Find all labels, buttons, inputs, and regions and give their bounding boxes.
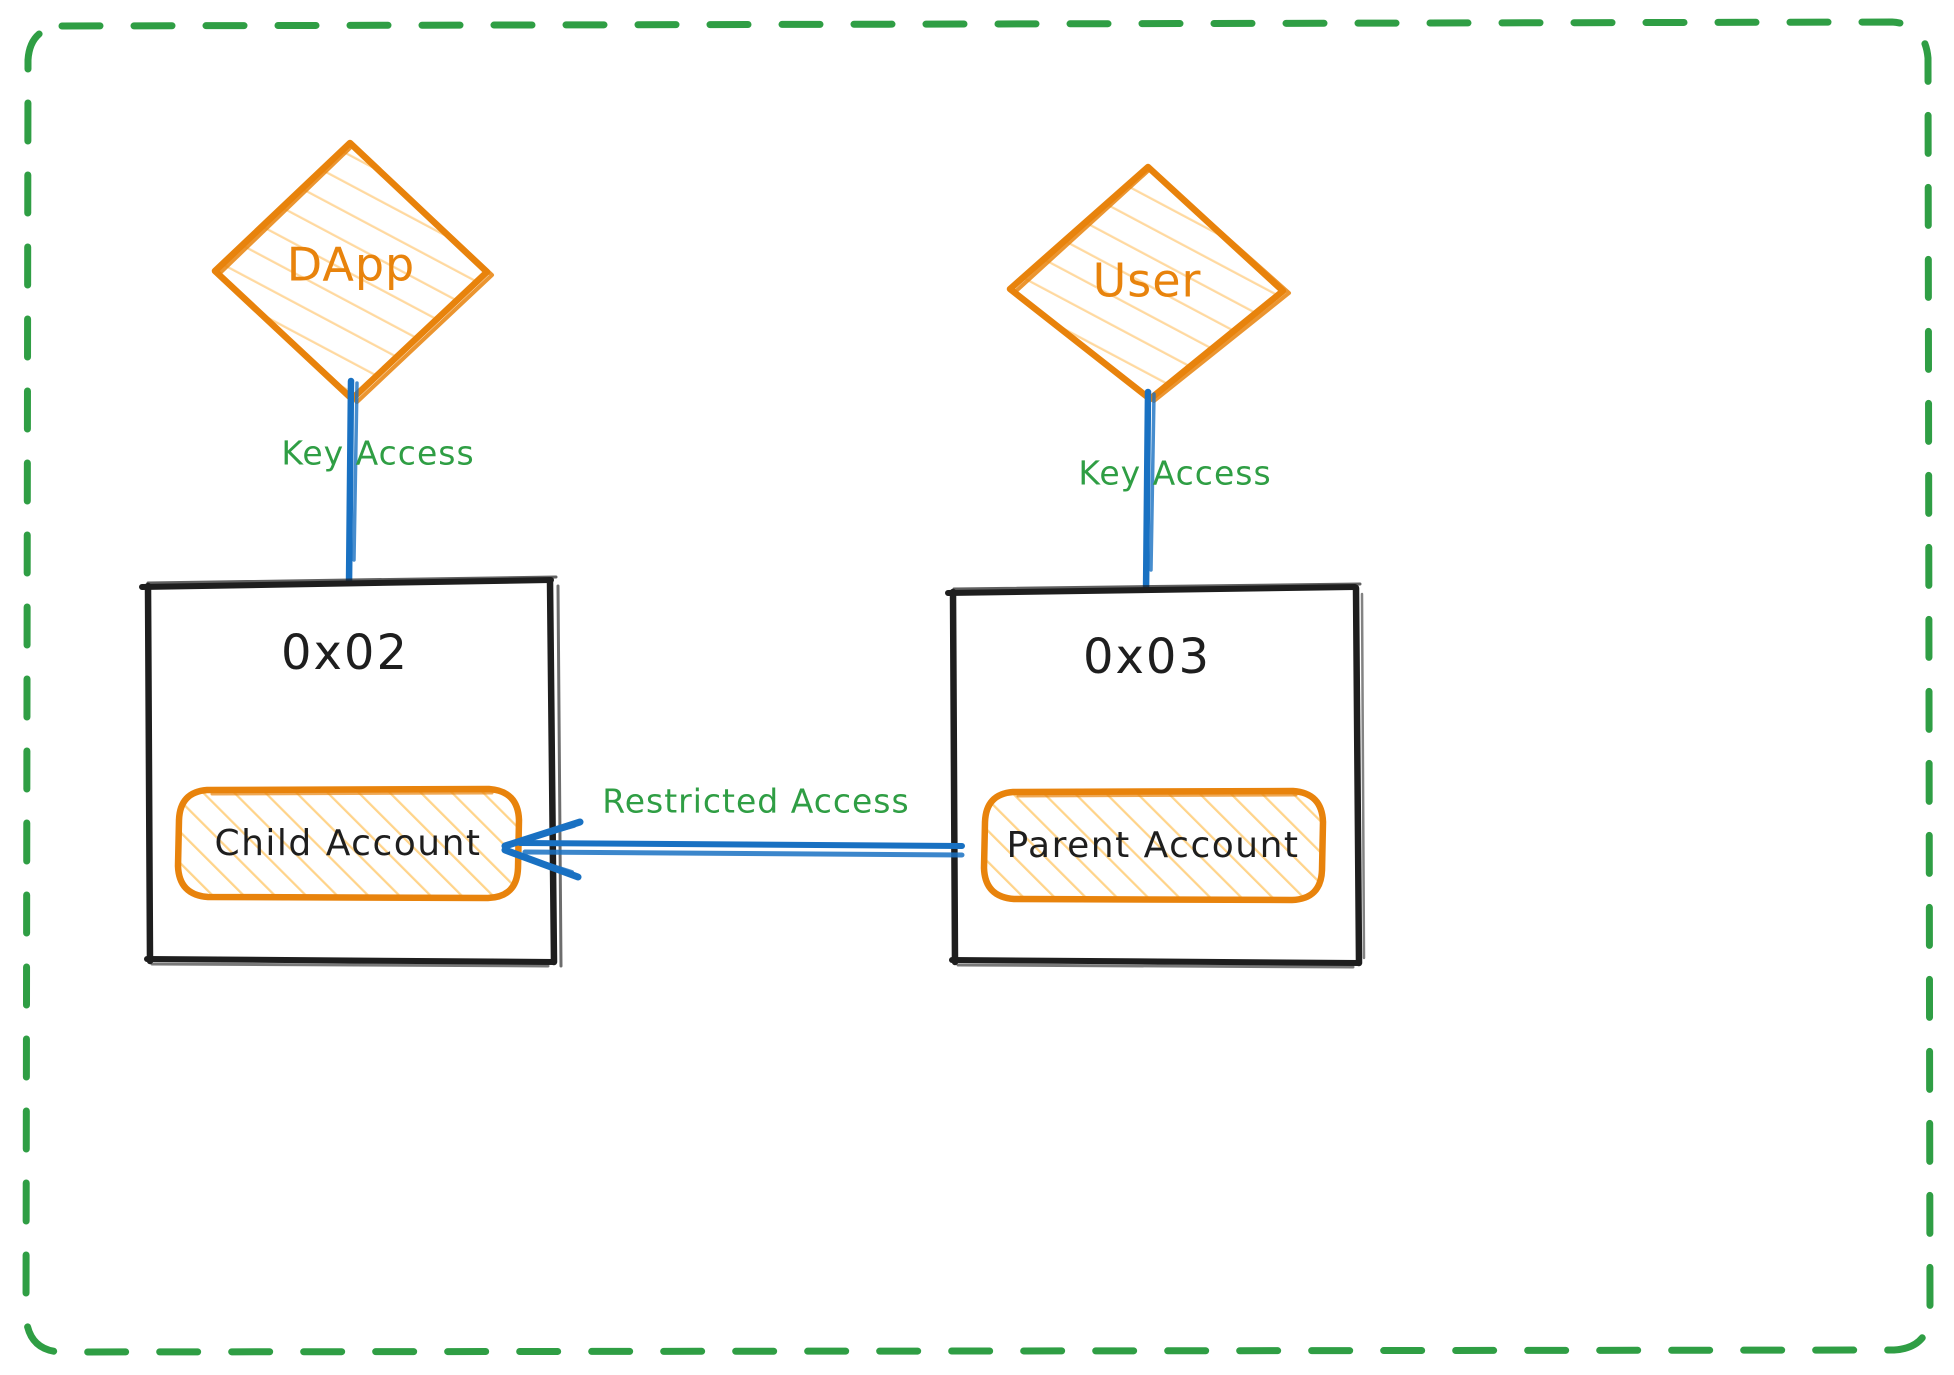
edge-parent-to-child[interactable]: [501, 818, 965, 881]
parent-account-label: Parent Account: [1006, 825, 1299, 866]
edge-label-key-access-dapp: Key Access: [281, 434, 474, 473]
edge-label-key-access-user: Key Access: [1078, 454, 1271, 493]
parent-account-pill[interactable]: Parent Account: [980, 787, 1327, 904]
user-diamond[interactable]: User: [1006, 163, 1291, 403]
child-account-label: Child Account: [214, 823, 481, 864]
child-box-address: 0x02: [281, 625, 409, 681]
arrowhead-left-icon: [501, 818, 584, 881]
parent-box-address: 0x03: [1083, 629, 1211, 685]
child-account-pill[interactable]: Child Account: [174, 785, 523, 902]
dapp-label: DApp: [287, 238, 415, 292]
edge-label-restricted-access: Restricted Access: [602, 782, 909, 821]
edge-user-to-parent[interactable]: [1142, 388, 1156, 598]
child-account-box[interactable]: 0x02: [139, 575, 563, 968]
edge-dapp-to-child[interactable]: [345, 377, 359, 589]
user-label: User: [1093, 254, 1202, 308]
dashed-green-boundary: [22, 18, 1934, 1356]
parent-account-box[interactable]: 0x03: [945, 582, 1366, 969]
dapp-diamond[interactable]: DApp: [211, 139, 494, 404]
